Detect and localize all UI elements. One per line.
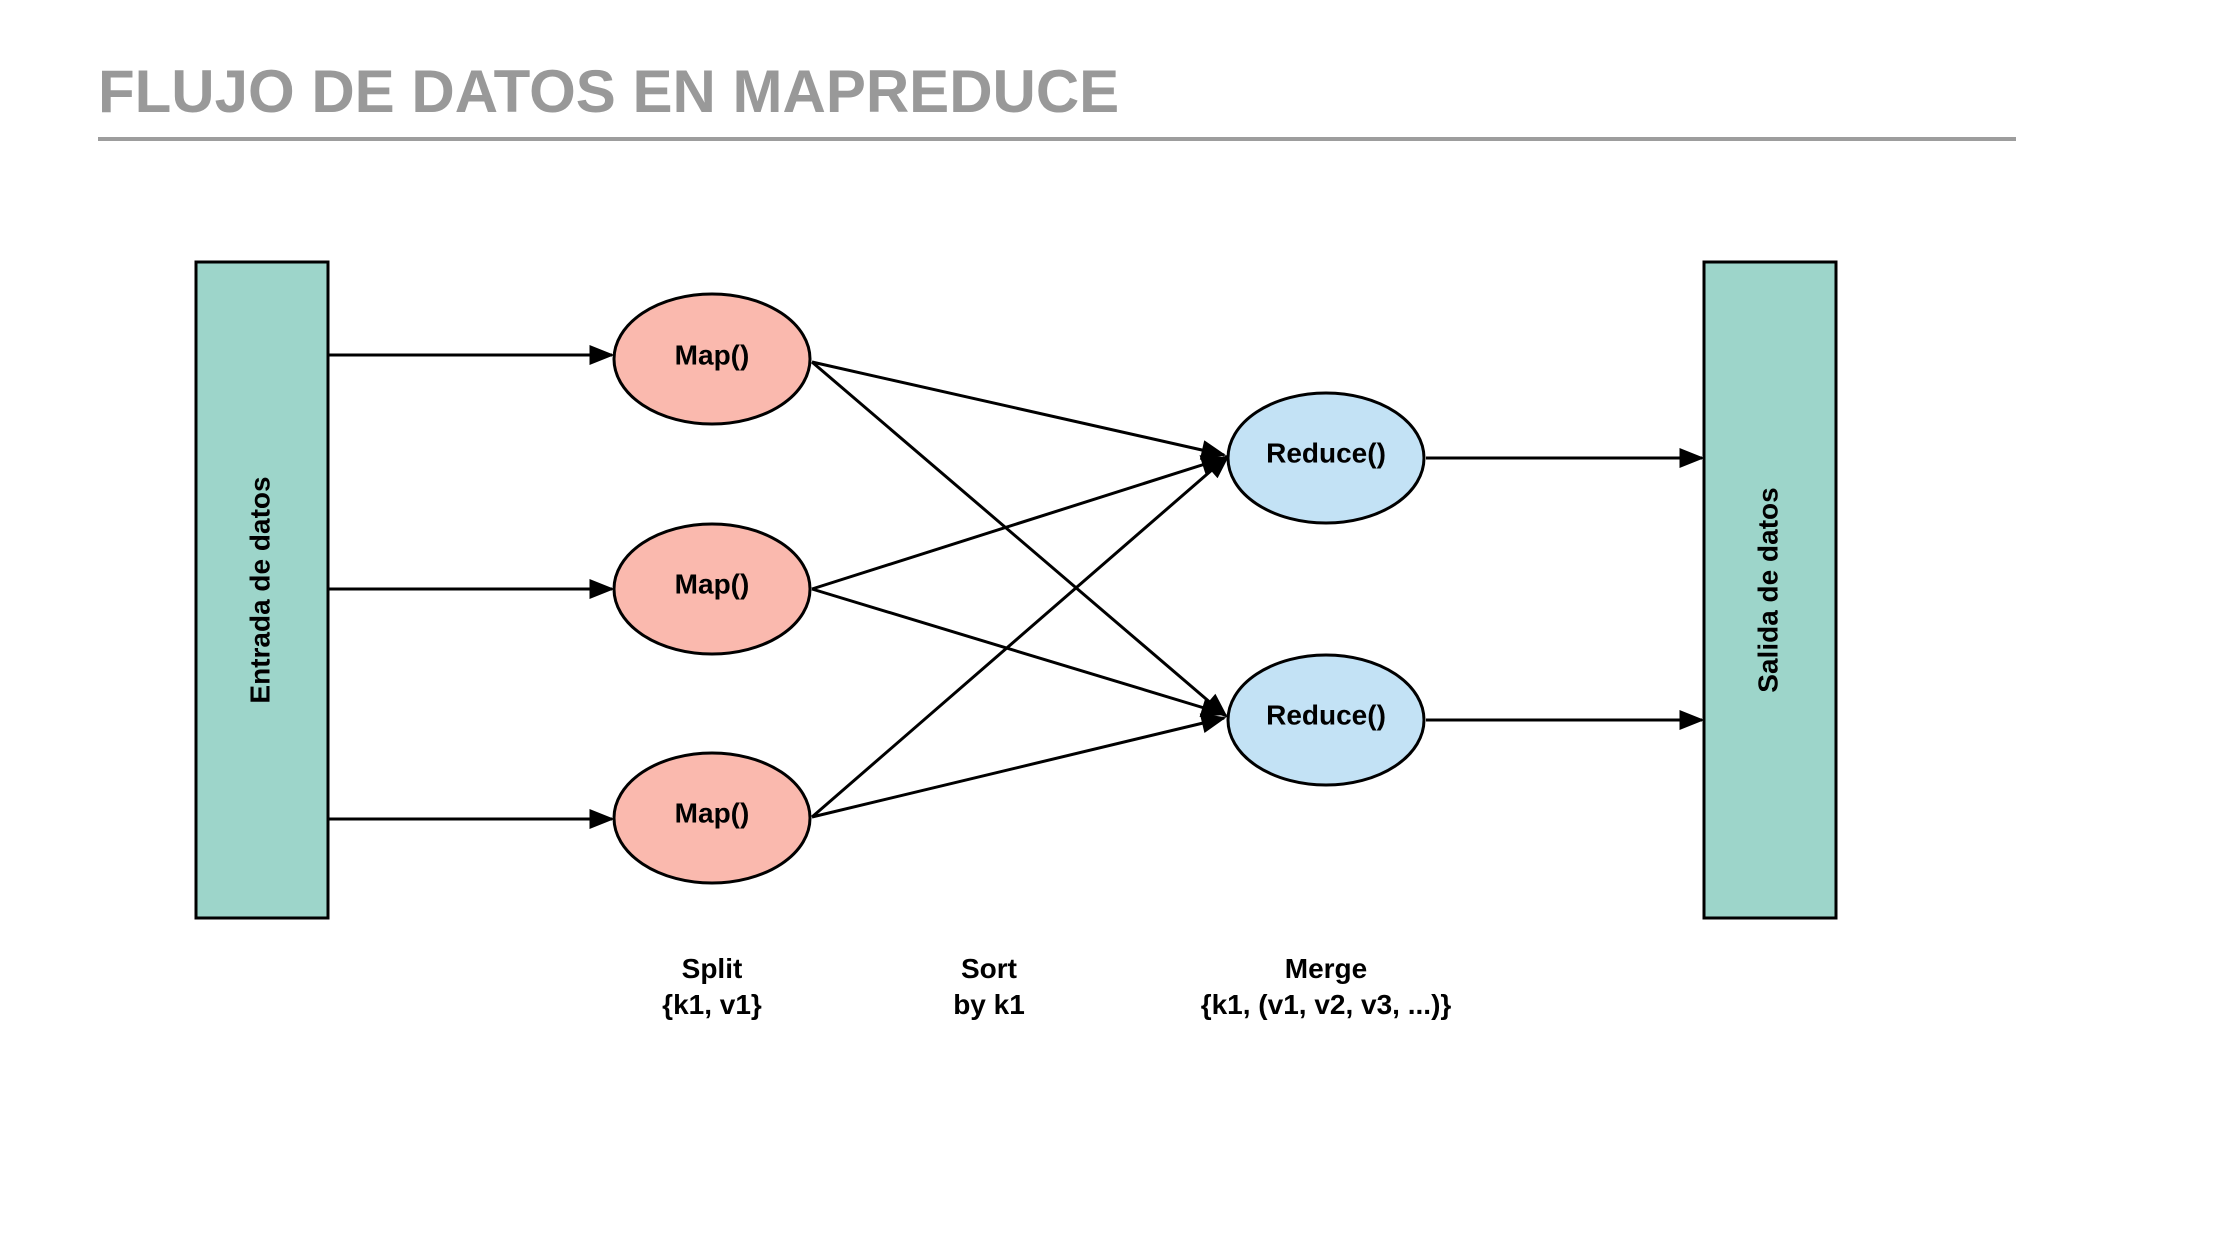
edge-map3-reduce2 <box>811 713 1227 819</box>
edge-map2-reduce1 <box>811 455 1227 591</box>
input-to-map-edges <box>328 345 615 829</box>
input-store-label: Entrada de datos <box>244 476 275 703</box>
map-node-label: Map() <box>675 339 750 370</box>
page-title: FLUJO DE DATOS EN MAPREDUCE <box>98 58 1120 125</box>
input-store: Entrada de datos <box>194 260 330 920</box>
stage-merge-title: Merge <box>1285 953 1367 984</box>
reduce-node-label: Reduce() <box>1266 699 1386 730</box>
map-node-2: Map() <box>612 522 812 656</box>
output-store-label: Salida de datos <box>1752 487 1783 692</box>
edge-map2-reduce2 <box>811 587 1227 718</box>
reduce-node-2: Reduce() <box>1226 653 1426 787</box>
title-underline <box>98 137 2016 141</box>
reduce-to-output-edges <box>1426 448 1705 730</box>
map-node-3: Map() <box>612 751 812 885</box>
edge-map3-reduce1 <box>811 454 1230 819</box>
map-to-reduce-edges <box>811 360 1230 819</box>
stage-sort-detail: by k1 <box>953 989 1025 1020</box>
reduce-node-label: Reduce() <box>1266 437 1386 468</box>
map-node-label: Map() <box>675 568 750 599</box>
stage-sort: Sort by k1 <box>953 953 1025 1020</box>
edge-map1-reduce1 <box>811 360 1227 460</box>
stage-merge: Merge {k1, (v1, v2, v3, ...)} <box>1201 953 1452 1020</box>
stage-sort-title: Sort <box>961 953 1017 984</box>
edge-map1-reduce2 <box>811 360 1228 718</box>
reduce-node-1: Reduce() <box>1226 391 1426 525</box>
map-node-1: Map() <box>612 292 812 426</box>
stage-split-detail: {k1, v1} <box>662 989 762 1020</box>
map-node-label: Map() <box>675 797 750 828</box>
output-store: Salida de datos <box>1702 260 1838 920</box>
stage-split-title: Split <box>682 953 743 984</box>
stage-split: Split {k1, v1} <box>662 953 762 1020</box>
stage-merge-detail: {k1, (v1, v2, v3, ...)} <box>1201 989 1452 1020</box>
